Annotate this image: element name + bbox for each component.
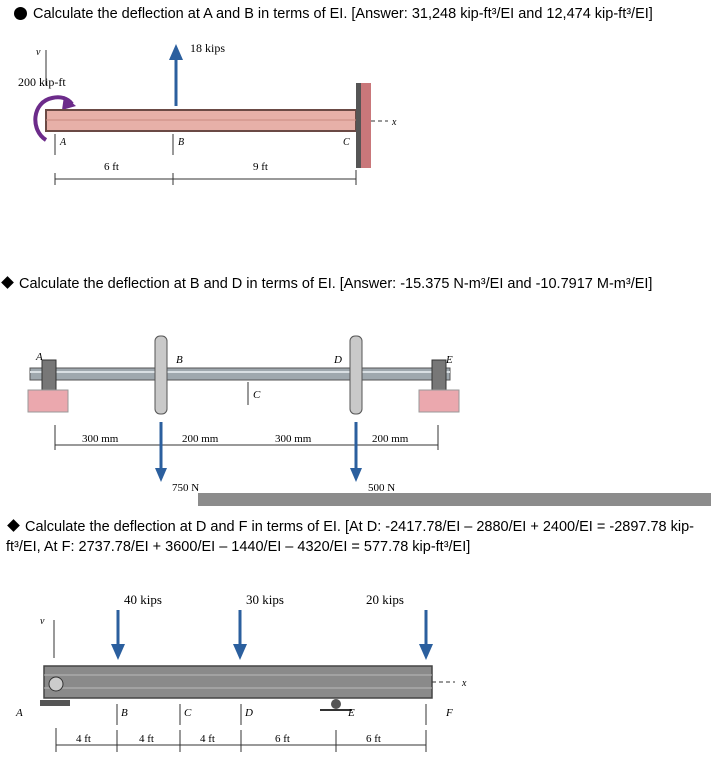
question-2: Calculate the deflection at B and D in t…	[0, 274, 652, 294]
question-1: Calculate the deflection at A and B in t…	[14, 4, 653, 24]
point-d-label: D	[333, 354, 342, 366]
shaft	[29, 367, 451, 381]
load-b-arrow-icon	[111, 644, 125, 660]
load-arrow-icon	[169, 44, 183, 60]
question-3-text: Calculate the deflection at D and F in t…	[6, 519, 694, 555]
load-f-label: 20 kips	[366, 592, 404, 607]
figure-3-overhang-beam: v x A 40 kips 30 kips 20 kips B C D E F …	[15, 592, 467, 752]
dim-ab-label: 300 mm	[82, 433, 119, 445]
point-e-label: E	[347, 707, 355, 719]
dim-bc-label: 200 mm	[182, 433, 219, 445]
dim-bc-label: 4 ft	[139, 733, 154, 745]
question-1-text: Calculate the deflection at A and B in t…	[33, 6, 653, 22]
dim-ef-label: 6 ft	[366, 733, 381, 745]
figure-1-cantilever: v 200 kip-ft x 18 kips A B C 6 ft 9 ft	[18, 41, 397, 185]
bearing-a	[41, 359, 57, 391]
bullet-icon	[14, 7, 27, 20]
point-a-label: A	[35, 351, 43, 363]
load-f-arrow-icon	[419, 644, 433, 660]
point-f-label: F	[445, 707, 453, 719]
x-axis-label: x	[391, 117, 397, 128]
point-e-label: E	[445, 354, 453, 366]
point-a-label: A	[15, 707, 23, 719]
load-d-label: 30 kips	[246, 592, 284, 607]
question-2-text: Calculate the deflection at B and D in t…	[19, 276, 653, 292]
load-d-arrow-icon	[350, 468, 362, 482]
roller-support-e	[331, 699, 341, 709]
x-axis-label: x	[461, 678, 467, 689]
question-3: Calculate the deflection at D and F in t…	[6, 517, 706, 557]
pulley-d	[349, 335, 363, 415]
moment-label: 200 kip-ft	[18, 75, 66, 89]
dim-ab-label: 4 ft	[76, 733, 91, 745]
dim-de-label: 200 mm	[372, 433, 409, 445]
load-d-arrow-icon	[233, 644, 247, 660]
dim-ab-label: 6 ft	[104, 161, 119, 173]
point-c-label: C	[253, 389, 261, 401]
bullet-icon	[1, 276, 14, 289]
pulley-b	[154, 335, 168, 415]
point-c-label: C	[184, 707, 192, 719]
beam-3	[43, 665, 433, 699]
load-b-label: 40 kips	[124, 592, 162, 607]
dim-de-label: 6 ft	[275, 733, 290, 745]
pin-support-a	[48, 676, 64, 692]
bullet-icon	[7, 519, 20, 532]
load-b-label: 750 N	[172, 482, 199, 494]
v-axis-label: v	[40, 616, 45, 627]
load-label: 18 kips	[190, 41, 225, 55]
point-b-label: B	[176, 354, 183, 366]
dim-cd-label: 4 ft	[200, 733, 215, 745]
point-d-label: D	[244, 707, 253, 719]
dim-cd-label: 300 mm	[275, 433, 312, 445]
point-a-label: A	[59, 137, 67, 148]
point-b-label: B	[178, 137, 184, 148]
figure-2-shaft: A E B D C 300 mm 200 mm 300 mm 200 mm 75…	[27, 335, 460, 494]
separator-bar	[198, 493, 711, 506]
load-d-label: 500 N	[368, 482, 395, 494]
point-c-label: C	[343, 137, 350, 148]
dim-bc-label: 9 ft	[253, 161, 268, 173]
point-b-label: B	[121, 707, 128, 719]
load-b-arrow-icon	[155, 468, 167, 482]
fixed-wall	[356, 83, 361, 168]
bearing-e	[431, 359, 447, 391]
v-axis-label: v	[36, 47, 41, 58]
